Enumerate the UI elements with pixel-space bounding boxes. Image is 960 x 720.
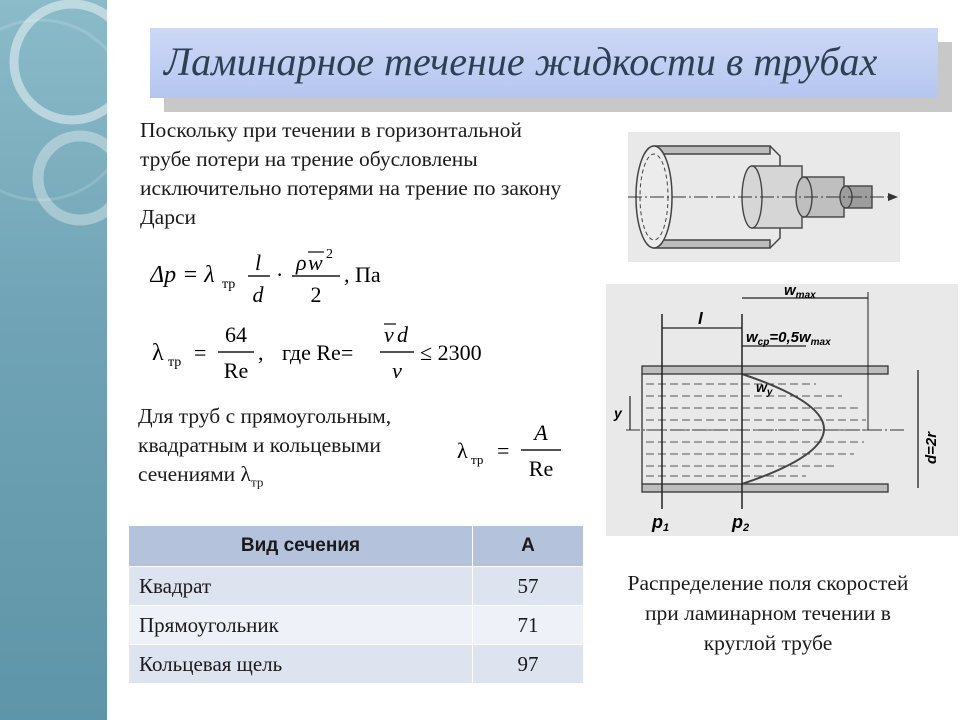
lambda-den: Re: [224, 358, 248, 383]
p2-letter: p: [731, 512, 743, 532]
p1-letter: p: [651, 512, 663, 532]
page-title: Ламинарное течение жидкости в трубах: [164, 39, 878, 84]
darcy-dot: ·: [276, 262, 283, 287]
velocity-parabola: [741, 373, 825, 485]
p1-label: p1: [651, 512, 669, 534]
re-d: d: [397, 322, 409, 347]
darcy-rho: ρ: [295, 250, 307, 275]
velocity-profile-diagram: wmax l wср=0,5wmax wy y d=2r p1 p2: [606, 284, 958, 536]
section-table: Вид сечения A Квадрат 57 Прямоугольник 7…: [128, 525, 584, 684]
lambda-sub: тр: [168, 355, 181, 370]
table-row: Кольцевая щель 97: [128, 644, 584, 684]
decorative-side-panel: [0, 0, 107, 720]
wmax-label: wmax: [784, 284, 816, 301]
darcy-d: d: [253, 282, 265, 307]
diagram-caption: Распределение поля скоростей при ламинар…: [627, 571, 909, 655]
darcy-l: l: [255, 250, 261, 275]
y-label: y: [613, 405, 623, 421]
table-cell-name: Кольцевая щель: [128, 644, 473, 684]
rect-sections-text: Для труб с прямоугольным, квадратным и к…: [138, 404, 392, 486]
re-limit: ≤ 2300: [420, 340, 482, 365]
table-cell-name: Квадрат: [128, 566, 473, 606]
profile-wall-top: [641, 365, 889, 375]
rect-num: A: [532, 420, 548, 445]
darcy-w: w: [308, 250, 323, 275]
wcp-rest: =0,5w: [769, 329, 812, 346]
p2-label: p2: [731, 512, 749, 534]
l-label: l: [698, 309, 704, 328]
lambda-comma: ,: [258, 340, 264, 365]
decorative-rings: [0, 0, 107, 226]
lambda-formula: λ тр = 64 Re , где Re= v d ν ≤ 2300: [152, 322, 482, 383]
wy-label: wy: [756, 379, 773, 398]
lambda-num: 64: [225, 322, 247, 347]
lambda-equals: =: [194, 340, 206, 365]
pipe-wall-top: [653, 145, 771, 155]
darcy-unit: , Па: [344, 262, 381, 287]
wcp-letter: w: [746, 329, 759, 346]
d-label: d=2r: [923, 431, 940, 464]
wcp-sub: ср: [758, 337, 770, 348]
table-cell-value: 71: [472, 605, 584, 645]
p1-sub: 1: [663, 522, 669, 534]
profile-image-background: [606, 284, 958, 536]
title-banner: Ламинарное течение жидкости в трубах: [150, 28, 938, 98]
lambda-a-re-formula: λ тр = A Re: [457, 420, 561, 481]
rect-den: Re: [529, 456, 553, 481]
rect-lambda: λ: [457, 438, 468, 463]
wcp-label: wср=0,5wmax: [746, 329, 831, 348]
re-where: где Re=: [282, 340, 353, 365]
pipe-axis-arrow: [888, 193, 898, 201]
darcy-sup2: 2: [326, 247, 333, 262]
re-nu: ν: [392, 358, 402, 383]
wy-sub: y: [766, 387, 773, 398]
table-row: Квадрат 57: [128, 566, 584, 606]
intro-paragraph: Поскольку при течении в горизонтальной т…: [140, 118, 562, 229]
p2-sub: 2: [742, 522, 749, 534]
lambda-symbol: λ: [152, 340, 164, 366]
darcy-den2: 2: [311, 282, 322, 307]
wcp-rest-sub: max: [811, 337, 831, 348]
rect-sections-sub: тр: [250, 474, 264, 490]
rect-sections-paragraph: Для труб с прямоугольным, квадратным и к…: [138, 402, 458, 496]
profile-wall-bottom: [641, 483, 889, 493]
table-header-row: Вид сечения A: [128, 525, 584, 567]
table-header-section: Вид сечения: [128, 525, 473, 567]
rect-lambda-sub: тр: [471, 452, 483, 467]
telescoping-pipe-illustration: [628, 132, 900, 262]
re-v: v: [384, 322, 394, 347]
pipe-wall-bottom: [653, 239, 771, 249]
table-cell-name: Прямоугольник: [128, 605, 473, 645]
darcy-formula: Δp = λ тр l d · ρ w 2 2 , Па: [150, 247, 381, 307]
wmax-sub: max: [796, 290, 816, 301]
rect-equals: =: [497, 438, 509, 463]
wmax-letter: w: [784, 284, 797, 299]
darcy-lambda-sub: тр: [222, 277, 235, 292]
table-header-a: A: [472, 525, 584, 567]
darcy-delta-p: Δp = λ: [150, 262, 215, 288]
table-cell-value: 57: [472, 566, 584, 606]
table-row: Прямоугольник 71: [128, 605, 584, 645]
wy-letter: w: [756, 379, 768, 395]
table-cell-value: 97: [472, 644, 584, 684]
